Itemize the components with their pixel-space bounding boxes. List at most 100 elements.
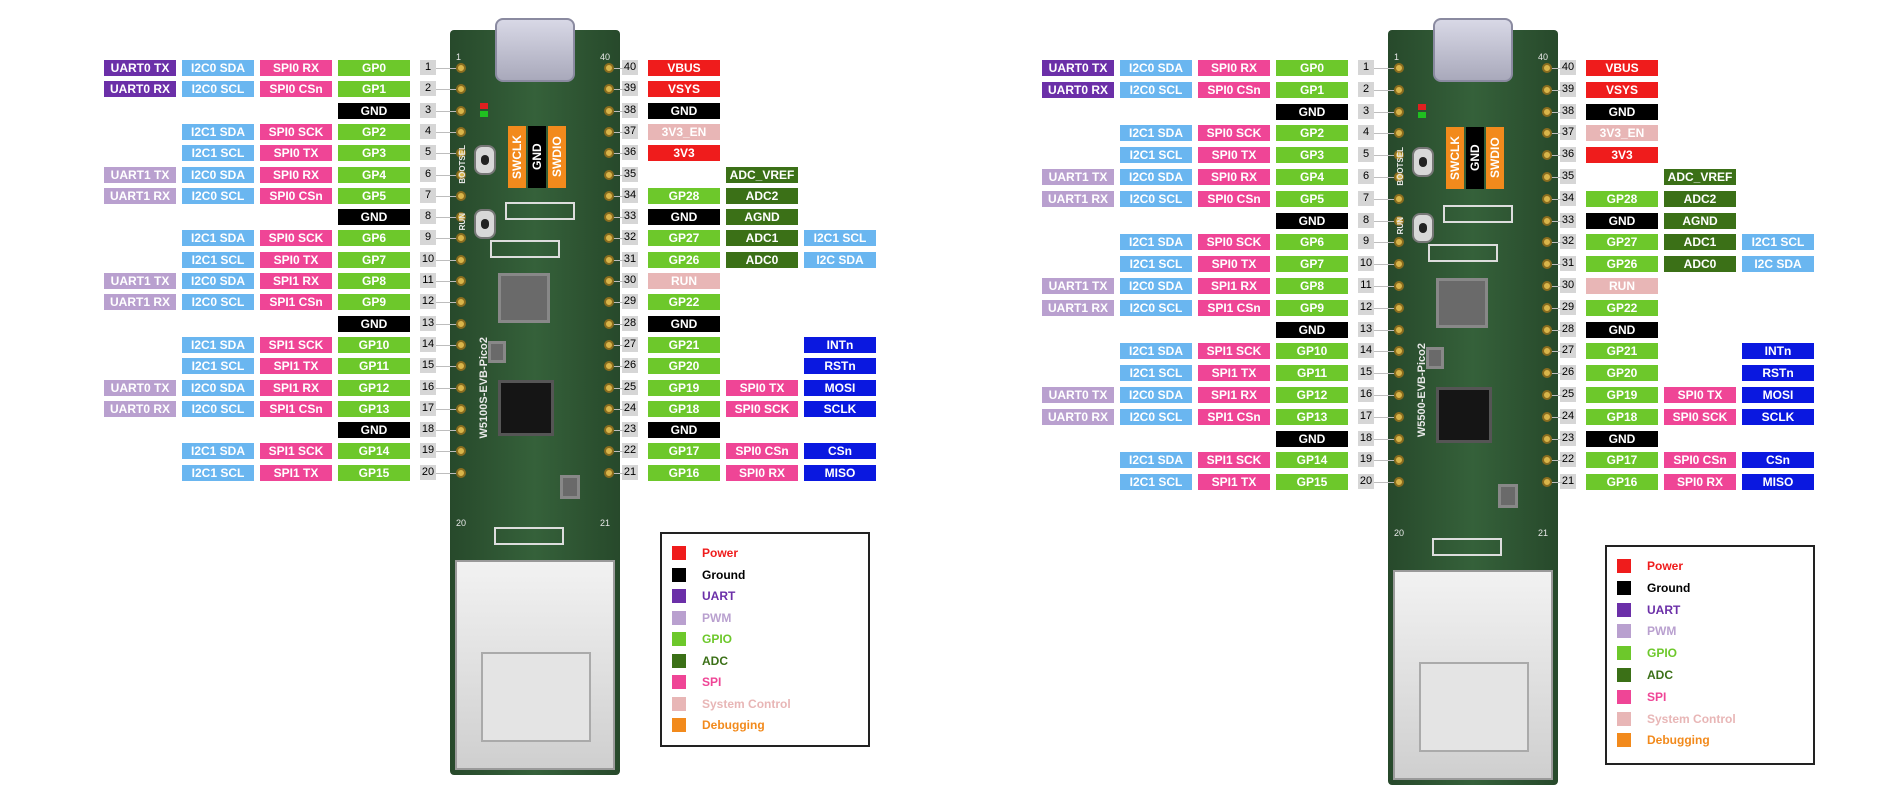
- pin-label-15-i2c: I2C1 SCL: [182, 358, 254, 375]
- pin-pad: [456, 467, 466, 478]
- pin-label-24-spi: SPI0 SCK: [1664, 408, 1736, 425]
- pin-number-7: 7: [1358, 190, 1374, 206]
- pin-pad: [1394, 477, 1404, 488]
- pin-number-5: 5: [420, 145, 436, 161]
- pin-number-33: 33: [622, 209, 638, 225]
- pin-label-2-uart: UART0 RX: [1042, 81, 1114, 98]
- pin-label-15-i2c: I2C1 SCL: [1120, 365, 1192, 382]
- pin-label-2-uart: UART0 RX: [104, 81, 176, 98]
- run-button[interactable]: [1412, 212, 1434, 243]
- pin-label-28-ground: GND: [1586, 321, 1658, 338]
- debug-tag-gnd: GND: [1466, 127, 1484, 190]
- pin-label-5-gpio: GP3: [1276, 147, 1348, 164]
- pin-label-17-i2c: I2C0 SCL: [1120, 408, 1192, 425]
- legend-swatch: [1617, 602, 1631, 617]
- pin-label-15-gpio: GP11: [338, 358, 410, 375]
- pin-pad: [1394, 215, 1404, 226]
- rj45-port[interactable]: [481, 652, 591, 742]
- run-button[interactable]: [474, 209, 496, 240]
- pin-label-22-misc_blue: CSn: [804, 443, 876, 460]
- pin-label-9-spi: SPI0 SCK: [260, 230, 332, 247]
- legend-swatch: [672, 610, 686, 625]
- pin-number-28: 28: [1560, 321, 1576, 337]
- pin-number-22: 22: [1560, 452, 1576, 468]
- pin-pad: [1542, 63, 1552, 73]
- legend-swatch: [672, 653, 686, 668]
- pin-label-18-ground: GND: [1276, 430, 1348, 447]
- bootsel-button[interactable]: [1412, 147, 1434, 178]
- pin-label-39-power: VSYS: [648, 81, 720, 98]
- pin-pad: [456, 425, 466, 436]
- pin-label-4-spi: SPI0 SCK: [1198, 125, 1270, 142]
- pin-leader-line: [436, 387, 456, 389]
- debug-tag-swdio: SWDIO: [1486, 127, 1504, 190]
- pin-leader-line: [436, 174, 456, 176]
- pin-label-32-i2c: I2C1 SCL: [1742, 234, 1814, 251]
- legend-label: Debugging: [1647, 733, 1710, 748]
- pin-label-21-gpio: GP16: [648, 464, 720, 481]
- pin-label-32-adc: ADC1: [1664, 234, 1736, 251]
- pin-number-18: 18: [420, 422, 436, 438]
- pin-label-26-gpio: GP20: [1586, 365, 1658, 382]
- pin-number-36: 36: [622, 145, 638, 161]
- crystal: [560, 474, 580, 499]
- pin-number-1: 1: [1358, 60, 1374, 75]
- pin-label-34-adc: ADC2: [726, 187, 798, 204]
- pin-label-6-spi: SPI0 RX: [1198, 169, 1270, 185]
- pin-label-12-spi: SPI1 CSn: [1198, 299, 1270, 316]
- pin-number-21: 21: [1560, 474, 1576, 490]
- pin-number-29: 29: [1560, 299, 1576, 315]
- pin-label-33-adc: AGND: [726, 209, 798, 226]
- pin-leader-line: [436, 344, 456, 346]
- pin-number-25: 25: [622, 379, 638, 395]
- pin-leader-line: [1374, 351, 1394, 353]
- pin-number-26: 26: [1560, 365, 1576, 381]
- pin-label-16-gpio: GP12: [338, 379, 410, 396]
- legend-swatch: [1617, 668, 1631, 682]
- legend-swatch: [1617, 559, 1631, 573]
- legend-item-ground: Ground: [672, 566, 862, 584]
- pin-label-7-gpio: GP5: [338, 187, 410, 204]
- pin-leader-line: [436, 238, 456, 240]
- legend-label: GPIO: [1647, 646, 1678, 661]
- pin-leader-line: [614, 195, 624, 197]
- pin-pad: [456, 63, 466, 73]
- legend-swatch: [672, 632, 686, 646]
- pin-label-35-none: [1586, 169, 1658, 185]
- pin-label-21-misc_blue: MISO: [1742, 474, 1814, 491]
- pin-label-20-i2c: I2C1 SCL: [182, 464, 254, 481]
- pin-leader-line: [614, 430, 624, 432]
- pin-label-10-i2c: I2C1 SCL: [1120, 256, 1192, 273]
- pin-label-5-spi: SPI0 TX: [260, 145, 332, 162]
- pin-label-22-misc_blue: CSn: [1742, 452, 1814, 469]
- pin-leader-line: [614, 387, 624, 389]
- pin-pad: [1394, 411, 1404, 422]
- rj45-port[interactable]: [1419, 662, 1529, 752]
- pin-pad: [456, 382, 466, 393]
- legend-label: Ground: [702, 567, 746, 582]
- pin-pad: [1542, 281, 1552, 291]
- pin-label-14-spi: SPI1 SCK: [260, 336, 332, 353]
- legend-item-power: Power: [672, 544, 862, 562]
- legend-item-system-control: System Control: [672, 695, 862, 713]
- pin-leader-line: [1552, 68, 1562, 69]
- pin-pad: [1542, 433, 1552, 444]
- pin-label-34-gpio: GP28: [648, 187, 720, 204]
- pin-leader-line: [614, 344, 624, 346]
- pin-number-31: 31: [1560, 256, 1576, 272]
- pin-label-7-i2c: I2C0 SCL: [1120, 190, 1192, 207]
- pin-pad: [1542, 477, 1552, 488]
- pin-number-22: 22: [622, 443, 638, 459]
- legend-item-adc: ADC: [1617, 666, 1807, 684]
- pin-label-20-spi: SPI1 TX: [260, 464, 332, 481]
- debug-tag-gnd: GND: [528, 125, 546, 188]
- pin-label-25-misc_blue: MOSI: [1742, 387, 1814, 403]
- pin-number-11: 11: [420, 273, 436, 288]
- bootsel-button[interactable]: [474, 145, 496, 176]
- pin-leader-line: [1552, 351, 1562, 353]
- pin-leader-line: [1374, 307, 1394, 309]
- pin-label-22-gpio: GP17: [648, 443, 720, 460]
- pin-label-26-misc_blue: RSTn: [1742, 365, 1814, 382]
- pin-pad: [1542, 259, 1552, 270]
